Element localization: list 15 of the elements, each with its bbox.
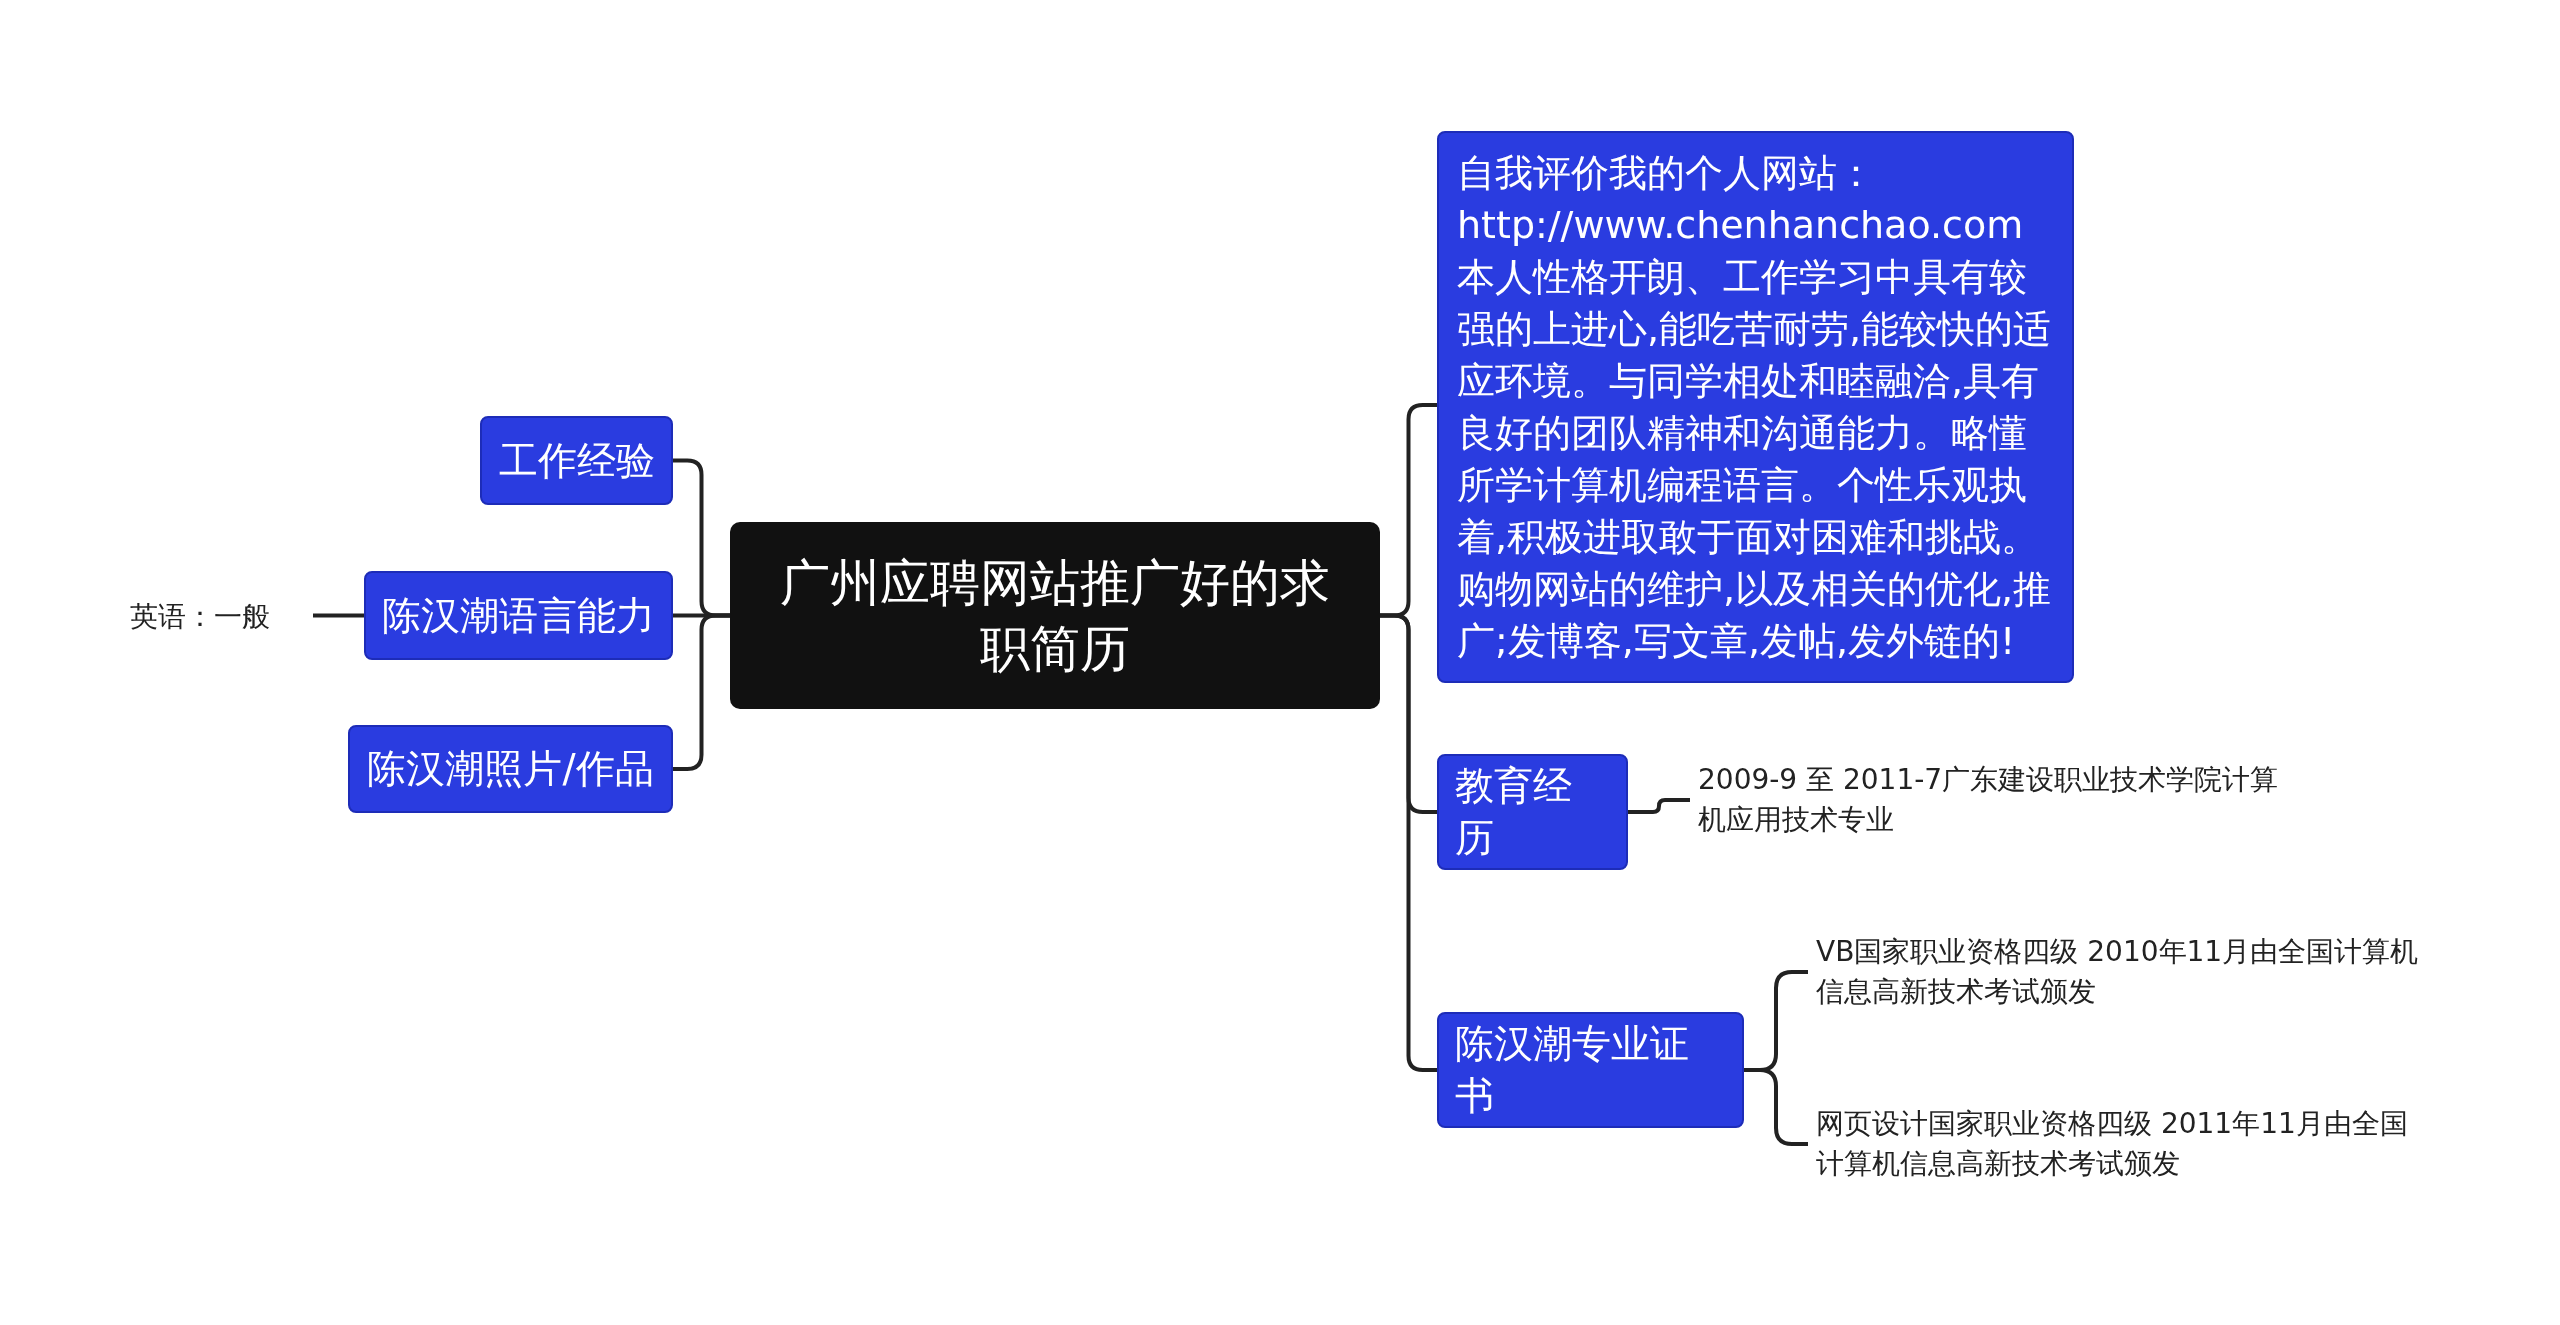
note-text: 网页设计国家职业资格四级 2011年11月由全国计算机信息高新技术考试颁发 [1816,1102,2416,1186]
topic-box: 陈汉潮语言能力 [364,571,673,660]
note-text: 英语：一般 [130,596,305,637]
connector-line [313,613,364,618]
text-box: 自我评价我的个人网站：http://www.chenhanchao.com本人性格开朗、工作学习中具有较强的上进心,能吃苦耐劳,能较快的适应环境。与同学相处和睦融洽,具有良好的团队精神和沟通能力。略懂所学计算机编程语言。个性乐观执着,积极进取敢于面对困难和挑战。购物网站的维护,以及相关的优化,推广;发博客,写文章,发帖,发外链的! [1437,131,2074,683]
topic-box: 陈汉潮专业证书 [1437,1012,1744,1128]
topic-box: 工作经验 [480,416,673,505]
note-text: 2009-9 至 2011-7广东建设职业技术学院计算机应用技术专业 [1698,758,2298,842]
connector-line [1628,798,1690,814]
topic-box: 陈汉潮照片/作品 [348,725,673,813]
note-text: VB国家职业资格四级 2010年11月由全国计算机信息高新技术考试颁发 [1816,930,2426,1014]
connector-line [1380,613,1437,1072]
topic-box: 教育经历 [1437,754,1628,870]
connector-line [673,613,730,771]
central-topic-box: 广州应聘网站推广好的求职简历 [730,522,1380,709]
